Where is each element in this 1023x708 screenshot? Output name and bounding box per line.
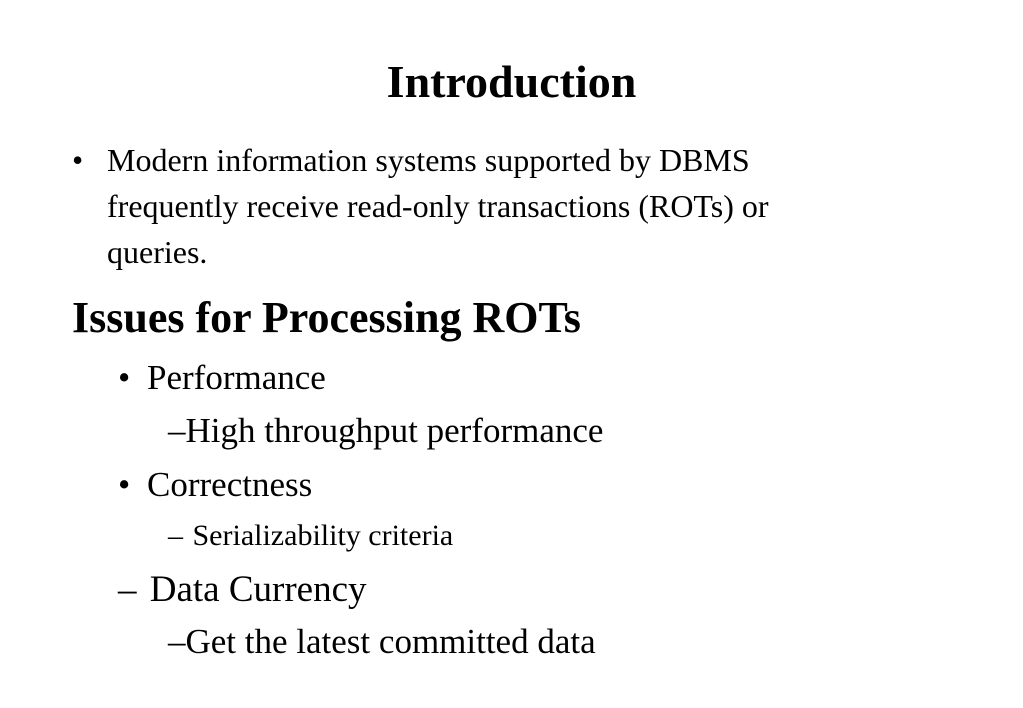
intro-line-3: queries. (107, 234, 208, 270)
list-item-correctness: • Correctness (118, 463, 312, 507)
list-item-text: Get the latest committed data (185, 622, 596, 661)
dash-marker: – (168, 411, 186, 450)
dash-marker: – (118, 569, 137, 610)
list-item-text: High throughput performance (185, 411, 604, 450)
list-item-text: Serializability criteria (192, 519, 454, 552)
bullet-marker: • (118, 358, 131, 397)
intro-line-1: Modern information systems supported by … (107, 142, 750, 178)
section-heading: Issues for Processing ROTs (72, 293, 581, 342)
list-item-text: Data Currency (149, 569, 367, 610)
list-item-text: Correctness (147, 465, 313, 504)
bullet-marker: • (118, 465, 131, 504)
bullet-marker: • (72, 142, 84, 178)
list-item-text: Performance (147, 358, 326, 397)
dash-marker: – (168, 519, 183, 552)
intro-line-2: frequently receive read-only transaction… (107, 188, 769, 224)
intro-bullet-text: Modern information systems supported by … (107, 137, 947, 275)
slide-title: Introduction (386, 56, 637, 107)
list-item-data-currency: – Data Currency (118, 567, 367, 613)
list-item-performance: • Performance (118, 356, 326, 400)
list-item-serializability: – Serializability criteria (168, 516, 453, 556)
list-item-latest-data: –Get the latest committed data (168, 620, 596, 664)
dash-marker: – (168, 622, 186, 661)
list-item-high-throughput: –High throughput performance (168, 409, 603, 453)
